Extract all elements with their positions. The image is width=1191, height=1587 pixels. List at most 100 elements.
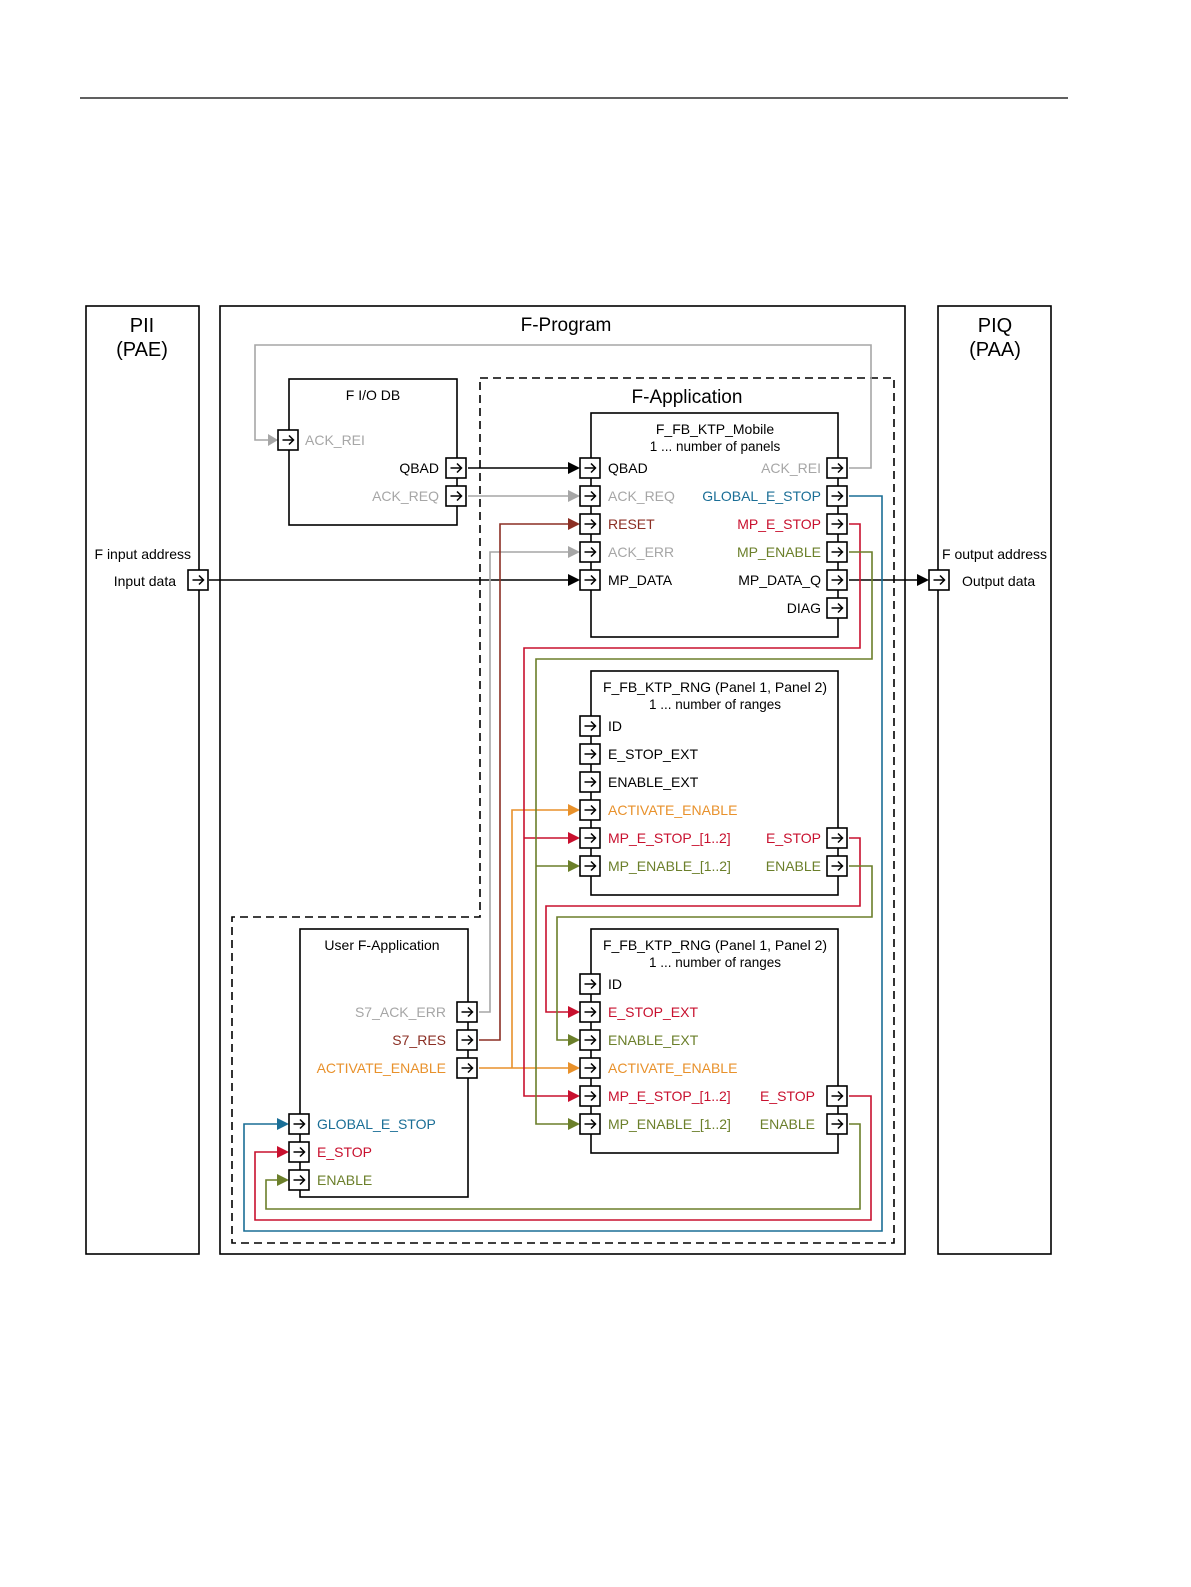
rng2-in-mp-enable-label: MP_ENABLE_[1..2] — [608, 1116, 731, 1132]
ktp-mobile-out-ack-rei-label: ACK_REI — [761, 460, 821, 476]
fiodb-qbad-pin — [445, 457, 467, 479]
rng2-in-id-label: ID — [608, 976, 622, 992]
ktp-mobile-block: F_FB_KTP_Mobile 1 ... number of panels Q… — [579, 412, 848, 638]
user-app-out-s7-ack-err-label: S7_ACK_ERR — [355, 1004, 446, 1020]
ktp-mobile-in-ack-err-label: ACK_ERR — [608, 544, 674, 560]
rng2-in-mp-e-stop-pin — [579, 1085, 601, 1107]
ktp-mobile-in-mp-data-label: MP_DATA — [608, 572, 673, 588]
pii-data-label: Input data — [114, 573, 176, 589]
wire-mp-e-stop-arrow-2 — [568, 1090, 580, 1102]
pii-input-data-pin — [187, 569, 209, 591]
rng1-in-mp-enable-pin — [579, 855, 601, 877]
ktp-mobile-in-reset-pin — [579, 513, 601, 535]
ktp-mobile-out-mp-enable-label: MP_ENABLE — [737, 544, 821, 560]
piq-data-label: Output data — [962, 573, 1035, 589]
wire-rng1-e-stop — [545, 837, 861, 1013]
ktp-mobile-in-mp-data-pin — [579, 569, 601, 591]
rng1-title: F_FB_KTP_RNG (Panel 1, Panel 2) — [603, 679, 827, 695]
rng1-in-id-label: ID — [608, 718, 622, 734]
rng2-subtitle: 1 ... number of ranges — [649, 955, 781, 970]
fiodb-block: F I/O DB ACK_REI QBAD ACK_REQ — [277, 378, 467, 526]
user-app-out-s7-ack-err-pin — [456, 1001, 478, 1023]
rng1-in-activate-enable-pin — [579, 799, 601, 821]
ktp-mobile-out-mp-data-q-label: MP_DATA_Q — [738, 572, 821, 588]
wire-ack-req-arrow — [568, 490, 580, 502]
pii-section: PII (PAE) F input address Input data — [85, 305, 200, 1255]
wire-mp-enable-arrow-1 — [568, 860, 580, 872]
wire-s7-res-arrow — [568, 518, 580, 530]
rng1-in-enable-ext-pin — [579, 771, 601, 793]
ktp-mobile-title: F_FB_KTP_Mobile — [656, 421, 774, 437]
wire-output-data-arrow — [917, 574, 929, 586]
rng1-out-e-stop-label: E_STOP — [766, 830, 821, 846]
fiodb-ack-rei-pin — [277, 429, 299, 451]
wire-rng1-enable-arrow — [568, 1034, 580, 1046]
fapplication-region — [231, 377, 895, 1244]
ktp-mobile-in-ack-err-pin — [579, 541, 601, 563]
wire-global-e-stop-arrow — [277, 1118, 289, 1130]
piq-output-data-pin — [928, 569, 950, 591]
wire-activate-enable-arrow-1 — [568, 804, 580, 816]
rng2-in-enable-ext-pin — [579, 1029, 601, 1051]
rng1-in-id-pin — [579, 715, 601, 737]
ktp-mobile-out-global-e-stop-pin — [826, 485, 848, 507]
fiodb-ack-req-pin — [445, 485, 467, 507]
piq-address-label: F output address — [942, 546, 1047, 562]
fiodb-ack-rei-label: ACK_REI — [305, 432, 365, 448]
user-app-in-enable-label: ENABLE — [317, 1172, 372, 1188]
ktp-mobile-out-mp-e-stop-label: MP_E_STOP — [737, 516, 821, 532]
user-app-out-activate-enable-label: ACTIVATE_ENABLE — [317, 1060, 446, 1076]
wire-rng2-enable — [265, 1123, 861, 1210]
pii-subtitle: (PAE) — [116, 339, 168, 361]
wire-activate-enable-arrow-2 — [568, 1062, 580, 1074]
rng2-in-activate-enable-label: ACTIVATE_ENABLE — [608, 1060, 737, 1076]
user-app-out-activate-enable-pin — [456, 1057, 478, 1079]
wire-rng2-e-stop — [254, 1095, 872, 1221]
pii-title: PII — [130, 315, 154, 337]
wire-rng1-enable — [556, 865, 873, 1041]
fiodb-title: F I/O DB — [346, 387, 400, 403]
user-app-block: User F-Application S7_ACK_ERR S7_RES ACT… — [288, 928, 478, 1198]
rng1-out-enable-label: ENABLE — [766, 858, 821, 874]
rng1-out-enable-pin — [826, 855, 848, 877]
fiodb-ack-req-label: ACK_REQ — [372, 488, 439, 504]
piq-title: PIQ — [978, 315, 1012, 337]
ktp-mobile-out-diag-label: DIAG — [787, 600, 821, 616]
wire-s7-ack-err — [479, 551, 568, 1013]
rng2-out-e-stop-pin — [826, 1085, 848, 1107]
wire-mp-e-stop-arrow-1 — [568, 832, 580, 844]
rng2-title: F_FB_KTP_RNG (Panel 1, Panel 2) — [603, 937, 827, 953]
wire-s7-res — [479, 523, 568, 1041]
rng2-in-e-stop-ext-pin — [579, 1001, 601, 1023]
rng1-subtitle: 1 ... number of ranges — [649, 697, 781, 712]
piq-section: PIQ (PAA) F output address Output data — [937, 305, 1052, 1255]
rng2-in-activate-enable-pin — [579, 1057, 601, 1079]
ktp-mobile-in-ack-req-pin — [579, 485, 601, 507]
user-app-out-s7-res-pin — [456, 1029, 478, 1051]
ktp-mobile-out-ack-rei-pin — [826, 457, 848, 479]
piq-subtitle: (PAA) — [969, 339, 1021, 361]
rng1-in-mp-enable-label: MP_ENABLE_[1..2] — [608, 858, 731, 874]
rng1-in-e-stop-ext-pin — [579, 743, 601, 765]
rng2-out-enable-pin — [826, 1113, 848, 1135]
ktp-mobile-out-global-e-stop-label: GLOBAL_E_STOP — [702, 488, 821, 504]
ktp-mobile-in-reset-label: RESET — [608, 516, 655, 532]
rng1-in-mp-e-stop-pin — [579, 827, 601, 849]
rng1-in-e-stop-ext-label: E_STOP_EXT — [608, 746, 698, 762]
rng2-out-enable-label: ENABLE — [760, 1116, 815, 1132]
wire-mp-e-stop — [523, 523, 861, 1097]
ktp-mobile-out-diag-pin — [826, 597, 848, 619]
wire-ack-rei-arrow — [268, 434, 278, 446]
fprogram-title: F-Program — [521, 315, 612, 336]
wire-rng2-enable-arrow — [277, 1174, 289, 1186]
ktp-mobile-out-mp-enable-pin — [826, 541, 848, 563]
wire-rng2-e-stop-arrow — [277, 1146, 289, 1158]
ktp-mobile-subtitle: 1 ... number of panels — [650, 439, 781, 454]
fiodb-qbad-label: QBAD — [399, 460, 439, 476]
user-app-in-e-stop-pin — [288, 1141, 310, 1163]
wire-global-e-stop — [243, 495, 883, 1232]
ktp-mobile-in-qbad-pin — [579, 457, 601, 479]
rng2-in-e-stop-ext-label: E_STOP_EXT — [608, 1004, 698, 1020]
rng2-in-mp-e-stop-label: MP_E_STOP_[1..2] — [608, 1088, 731, 1104]
